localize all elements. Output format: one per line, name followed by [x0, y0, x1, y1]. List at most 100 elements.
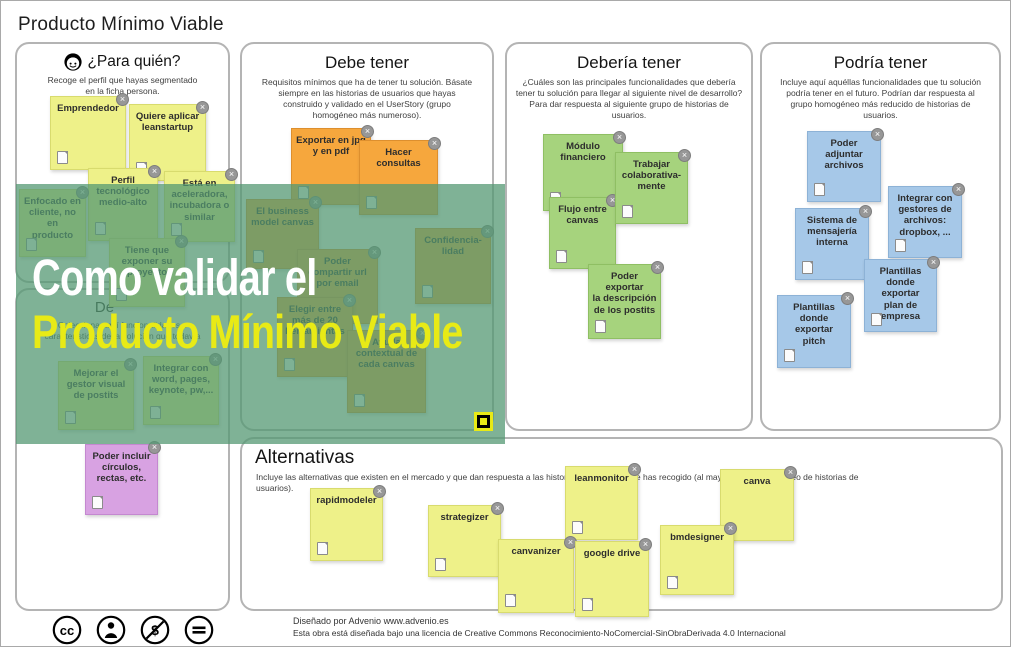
panel-deberia-title: Debería tener [577, 53, 681, 72]
square-logo-inner-yellow [480, 418, 487, 425]
sticky-note[interactable]: ×Emprendedor [50, 93, 129, 170]
overlay-headline-line1: Como validar el [32, 249, 317, 306]
note-text: google drive [583, 548, 641, 559]
sticky-note[interactable]: ×Sistema de mensajería interna [795, 205, 872, 280]
panel-debe-subtitle: Requisitos mínimos que ha de tener tu so… [261, 77, 473, 121]
document-icon[interactable] [317, 542, 328, 555]
license-icons: cc $ [52, 615, 214, 645]
document-icon[interactable] [871, 313, 882, 326]
boy-face-icon [64, 53, 83, 71]
svg-text:cc: cc [60, 623, 74, 638]
close-icon[interactable]: × [428, 137, 441, 150]
document-icon[interactable] [784, 349, 795, 362]
close-icon[interactable]: × [225, 168, 238, 181]
close-icon[interactable]: × [651, 261, 664, 274]
close-icon[interactable]: × [784, 466, 797, 479]
document-icon[interactable] [572, 521, 583, 534]
sticky-note[interactable]: ×Flujo entre canvas [549, 194, 619, 269]
close-icon[interactable]: × [628, 463, 641, 476]
note-text: Hacer consultas [376, 147, 421, 170]
square-logo-icon [474, 412, 493, 431]
document-icon[interactable] [595, 320, 606, 333]
close-icon[interactable]: × [613, 131, 626, 144]
footer-text: Diseñado por Advenio www.advenio.es Esta… [293, 616, 786, 638]
close-icon[interactable]: × [361, 125, 374, 138]
sticky-note[interactable]: ×Poder incluir círculos, rectas, etc. [85, 441, 161, 515]
sticky-note[interactable]: × Plantillas donde exportar pitch [777, 292, 854, 368]
note-text: bmdesigner [670, 532, 724, 543]
panel-para-quien-title: ¿Para quién? [17, 53, 228, 71]
note-text: Sistema de mensajería interna [806, 215, 858, 249]
close-icon[interactable]: × [952, 183, 965, 196]
document-icon[interactable] [582, 598, 593, 611]
document-icon[interactable] [435, 558, 446, 571]
attribution-icon [96, 615, 126, 645]
panel-podria-title: Podría tener [833, 53, 928, 72]
document-icon[interactable] [802, 261, 813, 274]
non-commercial-icon: $ [140, 615, 170, 645]
document-icon[interactable] [667, 576, 678, 589]
close-icon[interactable]: × [491, 502, 504, 515]
sticky-note[interactable]: ×leanmonitor [565, 463, 641, 540]
document-icon[interactable] [57, 151, 68, 164]
note-text: Quiere aplicar leanstartup [135, 111, 200, 134]
document-icon[interactable] [895, 239, 906, 252]
panel-alternativas-subtitle: Incluye las alternativas que existen en … [256, 472, 859, 494]
document-icon[interactable] [92, 496, 103, 509]
sticky-note[interactable]: × Poder adjuntar archivos [807, 128, 884, 202]
panel-deberia-subtitle: ¿Cuáles son las principales funcionalida… [515, 77, 743, 121]
panel-alternativas-title: Alternativas [255, 447, 355, 468]
close-icon[interactable]: × [678, 149, 691, 162]
note-text: canvanizer [511, 546, 561, 557]
panel-podria-subtitle: Incluye aquí aquéllas funcionalidades qu… [780, 77, 981, 121]
footer: cc $ Diseñado por Advenio www.advenio.es… [0, 612, 1011, 647]
note-text: Exportar en jpg y en pdf [296, 135, 366, 158]
note-text: Poder incluir círculos, rectas, etc. [92, 451, 151, 485]
sticky-note[interactable]: ×rapidmodeler [310, 485, 386, 561]
note-text: leanmonitor [574, 473, 629, 484]
close-icon[interactable]: × [639, 538, 652, 551]
close-icon[interactable]: × [841, 292, 854, 305]
sticky-note[interactable]: ×Trabajar colaborativa- mente [615, 149, 691, 224]
sticky-note[interactable]: ×Poder exportar la descripción de los po… [588, 261, 664, 339]
panel-para-quien-subtitle: Recoge el perfil que hayas segmentado en… [47, 75, 198, 97]
panel-debe-title: Debe tener [324, 53, 410, 72]
close-icon[interactable]: × [148, 165, 161, 178]
note-text: rapidmodeler [316, 495, 377, 506]
close-icon[interactable]: × [871, 128, 884, 141]
footer-credit: Diseñado por Advenio www.advenio.es [293, 616, 449, 626]
sticky-note[interactable]: × Plantillas donde exportar plan de empre… [864, 256, 940, 332]
sticky-note[interactable]: ×google drive [575, 538, 652, 617]
note-text: Flujo entre canvas [558, 204, 607, 227]
sticky-note[interactable]: ×Integrar con gestores de archivos: drop… [888, 183, 965, 258]
note-text: Módulo financiero [560, 141, 606, 164]
overlay-headline-line2: Producto Mínimo Viable [32, 305, 463, 358]
promo-overlay: Como validar el Producto Mínimo Viable [16, 184, 505, 444]
close-icon[interactable]: × [859, 205, 872, 218]
close-icon[interactable]: × [116, 93, 129, 106]
note-text: strategizer [440, 512, 489, 523]
close-icon[interactable]: × [927, 256, 940, 269]
note-text: Poder exportar la descripción de los pos… [592, 271, 657, 316]
document-icon[interactable] [505, 594, 516, 607]
sticky-note[interactable]: ×canvanizer [498, 536, 577, 613]
note-text: canva [743, 476, 771, 487]
note-text: Integrar con gestores de archivos: dropb… [897, 193, 953, 238]
sticky-note[interactable]: ×strategizer [428, 502, 504, 577]
note-text: Plantillas donde exportar pitch [793, 302, 835, 347]
sticky-note[interactable]: ×bmdesigner [660, 522, 737, 595]
page-title: Producto Mínimo Viable [18, 14, 224, 35]
close-icon[interactable]: × [196, 101, 209, 114]
document-icon[interactable] [556, 250, 567, 263]
close-icon[interactable]: × [724, 522, 737, 535]
note-text: Poder adjuntar archivos [824, 138, 864, 172]
document-icon[interactable] [622, 205, 633, 218]
close-icon[interactable]: × [373, 485, 386, 498]
panel-deberia-tener: Debería tener ¿Cuáles son las principale… [505, 42, 753, 431]
footer-license: Esta obra está diseñada bajo una licenci… [293, 628, 786, 638]
cc-icon: cc [52, 615, 82, 645]
note-text: Plantillas donde exportar plan de empres… [879, 266, 922, 322]
document-icon[interactable] [814, 183, 825, 196]
note-text: Emprendedor [57, 103, 119, 114]
